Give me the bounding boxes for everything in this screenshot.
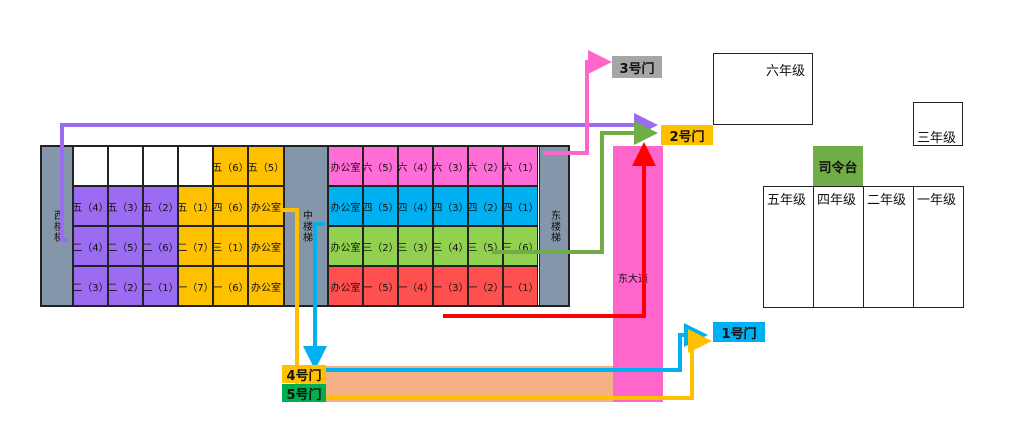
gate-1: 1号门 <box>713 322 765 342</box>
classroom-east-1-1: 四（5） <box>363 186 398 226</box>
grade2-area: 二年级 <box>863 186 914 308</box>
classroom-west-3-5: 办公室 <box>248 266 284 306</box>
classroom-east-2-1: 三（2） <box>363 226 398 266</box>
classroom-east-1-2: 四（4） <box>398 186 433 226</box>
grade5-area: 五年级 <box>763 186 814 308</box>
grade4-label: 四年级 <box>817 193 857 208</box>
west-stair: 西楼梯 <box>41 146 73 306</box>
east-stair: 东楼梯 <box>539 146 569 306</box>
gate-2: 2号门 <box>661 125 713 145</box>
classroom-east-0-0: 办公室 <box>328 146 363 186</box>
classroom-east-3-4: 一（2） <box>468 266 503 306</box>
gate-3: 3号门 <box>612 56 662 78</box>
gate-5: 5号门 <box>282 384 326 403</box>
route-pink <box>543 50 612 155</box>
gate-5-label: 5号门 <box>286 387 322 403</box>
classroom-west-2-1: 二（5） <box>108 226 143 266</box>
route-purple <box>60 113 658 242</box>
classroom-west-1-0: 五（4） <box>73 186 108 226</box>
gate-4: 4号门 <box>282 365 326 384</box>
classroom-west-3-1: 二（2） <box>108 266 143 306</box>
classroom-west-3-0: 二（3） <box>73 266 108 306</box>
classroom-west-0-3 <box>178 146 213 186</box>
classroom-east-3-1: 一（5） <box>363 266 398 306</box>
grade6-label: 六年级 <box>766 64 806 79</box>
classroom-west-2-2: 二（6） <box>143 226 178 266</box>
classroom-west-2-0: 二（4） <box>73 226 108 266</box>
classroom-east-3-0: 办公室 <box>328 266 363 306</box>
east-avenue: 东大道 <box>613 146 663 402</box>
classroom-west-2-4: 三（1） <box>213 226 248 266</box>
gate-3-label: 3号门 <box>619 61 655 77</box>
classroom-east-3-3: 一（3） <box>433 266 468 306</box>
classroom-west-0-5: 五（5） <box>248 146 284 186</box>
gate-1-label: 1号门 <box>721 326 757 342</box>
grade1-area: 一年级 <box>913 186 964 308</box>
classroom-east-2-0: 办公室 <box>328 226 363 266</box>
classroom-east-2-5: 三（6） <box>503 226 538 266</box>
classroom-west-3-2: 二（1） <box>143 266 178 306</box>
classroom-east-2-2: 三（3） <box>398 226 433 266</box>
classroom-west-0-4: 五（6） <box>213 146 248 186</box>
classroom-west-0-0 <box>73 146 108 186</box>
classroom-east-1-4: 四（2） <box>468 186 503 226</box>
classroom-east-3-5: 一（1） <box>503 266 538 306</box>
grade3-label: 三年级 <box>917 131 957 146</box>
classroom-west-1-3: 五（1） <box>178 186 213 226</box>
gate-2-label: 2号门 <box>669 129 705 145</box>
classroom-west-1-4: 四（6） <box>213 186 248 226</box>
route-red <box>443 142 656 318</box>
classroom-east-0-4: 六（2） <box>468 146 503 186</box>
classroom-east-1-0: 办公室 <box>328 186 363 226</box>
classroom-east-0-1: 六（5） <box>363 146 398 186</box>
classroom-west-0-2 <box>143 146 178 186</box>
classroom-east-0-5: 六（1） <box>503 146 538 186</box>
gate-4-label: 4号门 <box>286 368 322 384</box>
grade5-label: 五年级 <box>767 193 807 208</box>
grade2-label: 二年级 <box>867 193 907 208</box>
classroom-west-2-3: 二（7） <box>178 226 213 266</box>
grade6-area: 六年级 <box>713 53 813 125</box>
classroom-west-0-1 <box>108 146 143 186</box>
classroom-east-1-5: 四（1） <box>503 186 538 226</box>
podium-label: 司令台 <box>818 160 858 176</box>
classroom-west-1-5: 办公室 <box>248 186 284 226</box>
podium: 司令台 <box>813 146 863 186</box>
classroom-east-0-2: 六（4） <box>398 146 433 186</box>
classroom-west-3-4: 一（6） <box>213 266 248 306</box>
route-cyan-2 <box>315 323 708 372</box>
classroom-east-0-3: 六（3） <box>433 146 468 186</box>
classroom-east-2-3: 三（4） <box>433 226 468 266</box>
classroom-east-2-4: 三（5） <box>468 226 503 266</box>
route-orange-1 <box>282 208 712 400</box>
route-cyan-1 <box>303 222 327 370</box>
classroom-east-1-3: 四（3） <box>433 186 468 226</box>
grade3-area: 三年级 <box>913 102 963 146</box>
classroom-west-1-2: 五（2） <box>143 186 178 226</box>
route-green <box>492 121 658 254</box>
classroom-west-3-3: 一（7） <box>178 266 213 306</box>
classroom-east-3-2: 一（4） <box>398 266 433 306</box>
grade1-label: 一年级 <box>917 193 957 208</box>
classroom-west-2-5: 办公室 <box>248 226 284 266</box>
east-avenue-label: 东大道 <box>618 274 648 285</box>
classroom-west-1-1: 五（3） <box>108 186 143 226</box>
